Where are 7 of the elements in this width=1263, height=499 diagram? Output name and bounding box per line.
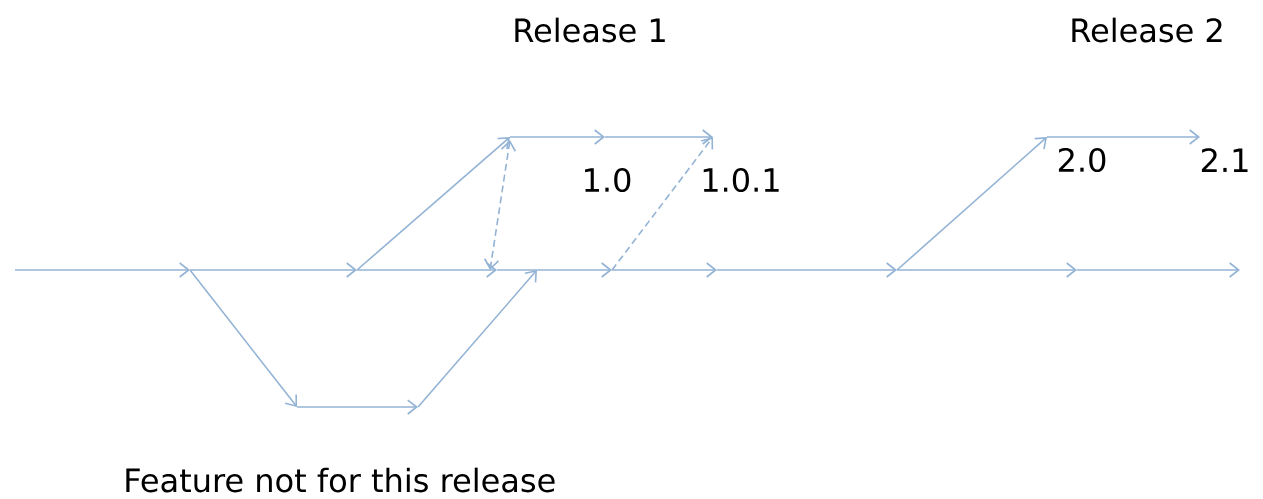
version-label: 1.0 — [585, 167, 631, 193]
release-label: Release 1 — [515, 17, 665, 43]
version-label: 2.1 — [1201, 148, 1248, 172]
release-label: Release 2 — [1072, 17, 1222, 43]
caption: Feature not for this release — [126, 467, 555, 493]
version-label: 1.0.1 — [703, 167, 779, 193]
version-label: 2.0 — [1058, 147, 1106, 173]
